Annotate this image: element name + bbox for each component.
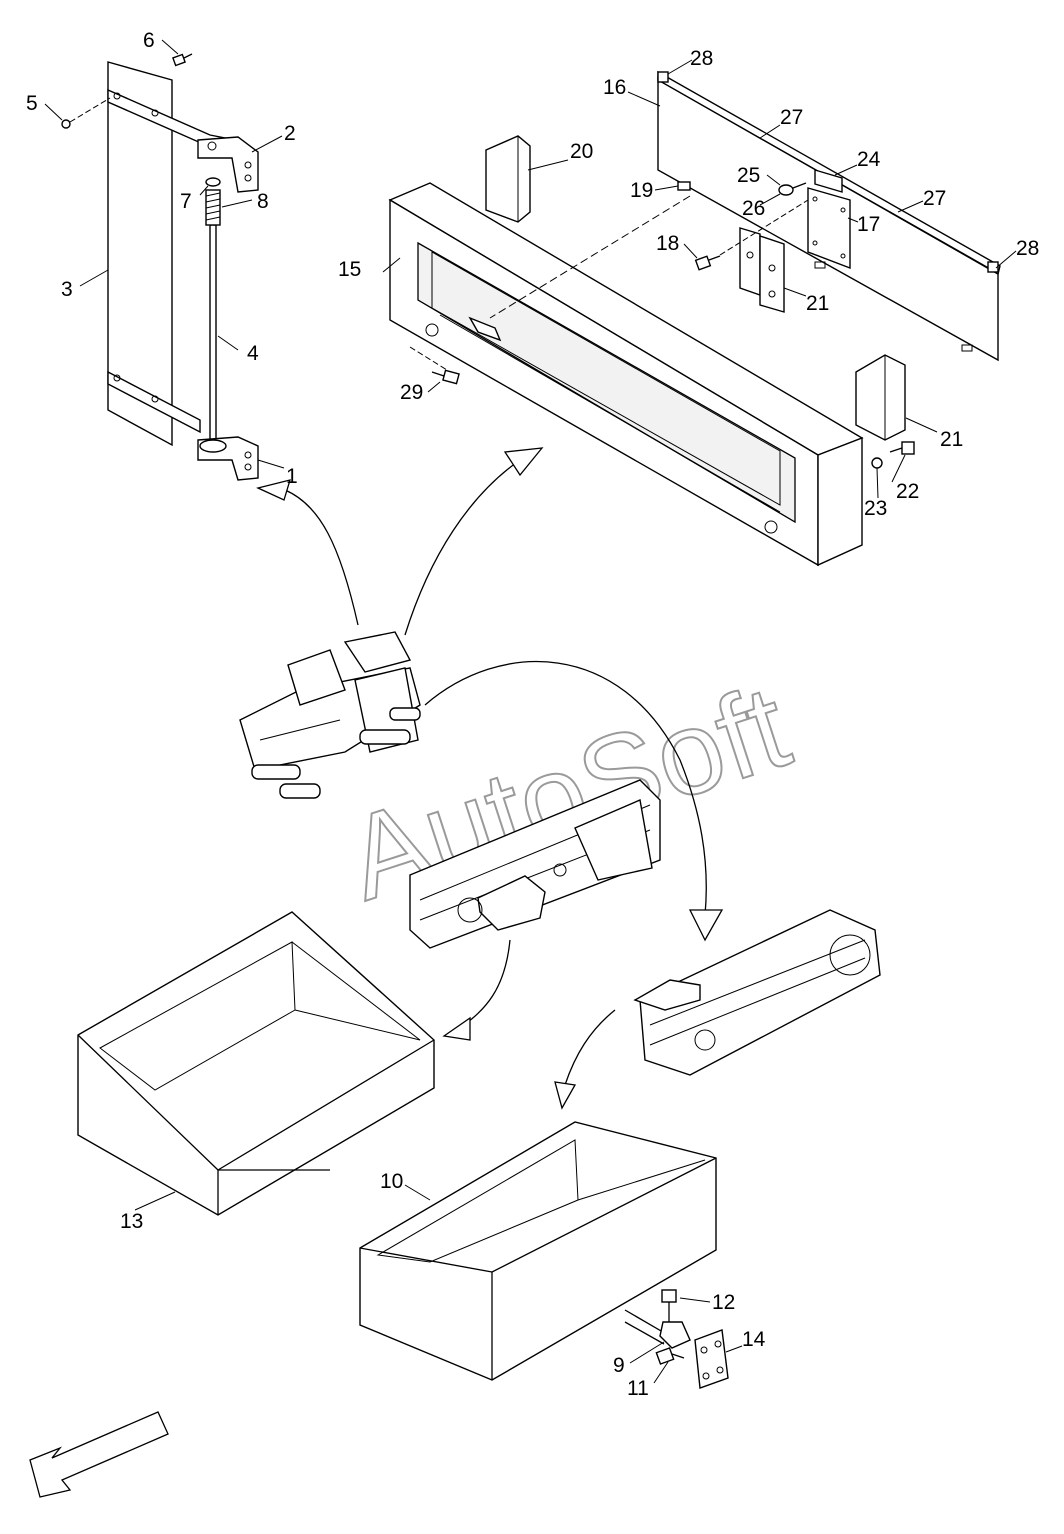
callout-16: 16 <box>603 76 626 99</box>
screw-6 <box>172 53 193 67</box>
leader-lines <box>44 39 1017 1384</box>
callout-22: 22 <box>896 480 919 503</box>
flange-14 <box>694 1329 729 1389</box>
callout-11: 11 <box>627 1377 649 1400</box>
rubber-stop-upper <box>485 135 531 223</box>
callout-21-lower: 21 <box>940 428 963 451</box>
callout-28-upper: 28 <box>690 47 713 70</box>
callout-12: 12 <box>712 1291 735 1314</box>
callout-7: 7 <box>180 190 192 213</box>
bolt-25-26 <box>778 182 807 196</box>
track-rear-left <box>359 729 411 745</box>
callout-23: 23 <box>864 497 887 520</box>
callout-5: 5 <box>26 92 38 115</box>
orientation-arrow <box>29 1411 169 1498</box>
callout-9: 9 <box>613 1354 625 1377</box>
track-chain-lower <box>639 909 881 1076</box>
milling-machine <box>239 631 421 799</box>
callout-26: 25 <box>737 164 760 187</box>
callout-19: 19 <box>630 179 653 202</box>
bolt-12-head <box>661 1289 677 1303</box>
callout-27-upper: 27 <box>780 106 803 129</box>
arrows <box>256 447 724 1110</box>
washer <box>205 177 221 187</box>
trough-13 <box>77 911 435 1216</box>
callout-4: 4 <box>247 342 259 365</box>
track-front-left <box>251 764 301 780</box>
callout-25: 26 <box>742 197 765 220</box>
elbow-9 <box>659 1321 691 1349</box>
side-panel-assembly <box>61 53 259 481</box>
rubber-stop-lower <box>855 354 906 441</box>
arrow-to-track <box>688 909 724 942</box>
callout-17: 17 <box>857 213 880 236</box>
callout-27-lower: 27 <box>923 187 946 210</box>
fitting-assembly <box>624 1289 729 1389</box>
upper-bracket <box>197 136 259 193</box>
drive-housing <box>574 799 653 881</box>
callout-29: 29 <box>400 381 423 404</box>
rod <box>209 224 217 441</box>
pin-19 <box>677 181 691 191</box>
callout-28-lower: 28 <box>1016 237 1039 260</box>
bracket-20a <box>739 227 761 296</box>
latch <box>468 316 502 342</box>
track-rear-right <box>389 707 421 721</box>
frame-end <box>817 436 863 567</box>
arrow-to-panel <box>284 489 359 626</box>
callout-18: 18 <box>656 232 679 255</box>
trough-10-body <box>359 1121 717 1381</box>
hinge-block <box>814 169 843 193</box>
callout-2: 2 <box>284 122 296 145</box>
arrow-to-trough-10 <box>554 1081 577 1110</box>
track-unit-lower <box>633 909 881 1076</box>
trough-10 <box>359 1121 717 1381</box>
washer-23 <box>871 457 883 469</box>
trough-13-body <box>77 911 435 1216</box>
callout-13: 13 <box>120 1210 143 1233</box>
small-box-lower <box>633 979 701 1011</box>
bolt-18 <box>694 255 721 271</box>
callout-labels: 6 5 2 7 8 3 4 1 15 29 20 16 28 27 19 25 … <box>26 29 1039 1400</box>
cover-panel-assembly <box>489 70 1001 362</box>
end-cap-28-b <box>987 261 999 273</box>
engine-hood <box>343 631 412 673</box>
spring <box>205 189 221 226</box>
frame-assembly <box>388 135 915 567</box>
callout-6: 6 <box>143 29 155 52</box>
end-cap-28-a <box>657 71 669 83</box>
bracket-20b <box>759 235 785 313</box>
bolt-11 <box>655 1347 675 1365</box>
callout-8: 8 <box>257 190 269 213</box>
callout-20: 21 <box>806 292 829 315</box>
bolt-22 <box>889 441 915 455</box>
arrow-to-trough-13 <box>442 1016 471 1041</box>
callout-15: 15 <box>338 258 361 281</box>
track-unit-upper <box>409 779 661 949</box>
side-panel <box>107 61 173 447</box>
callout-21-upper: 20 <box>570 140 593 163</box>
callout-24: 24 <box>857 148 881 171</box>
arrow-to-frame <box>503 447 544 477</box>
callout-3: 3 <box>61 278 73 301</box>
small-box <box>477 875 546 931</box>
track-front-right <box>279 783 321 799</box>
callout-14: 14 <box>742 1328 766 1351</box>
callout-1: 1 <box>286 465 298 488</box>
plate-17 <box>807 187 851 270</box>
nut-5 <box>61 119 71 129</box>
callout-10: 10 <box>380 1170 403 1193</box>
bolt-29 <box>431 369 460 385</box>
